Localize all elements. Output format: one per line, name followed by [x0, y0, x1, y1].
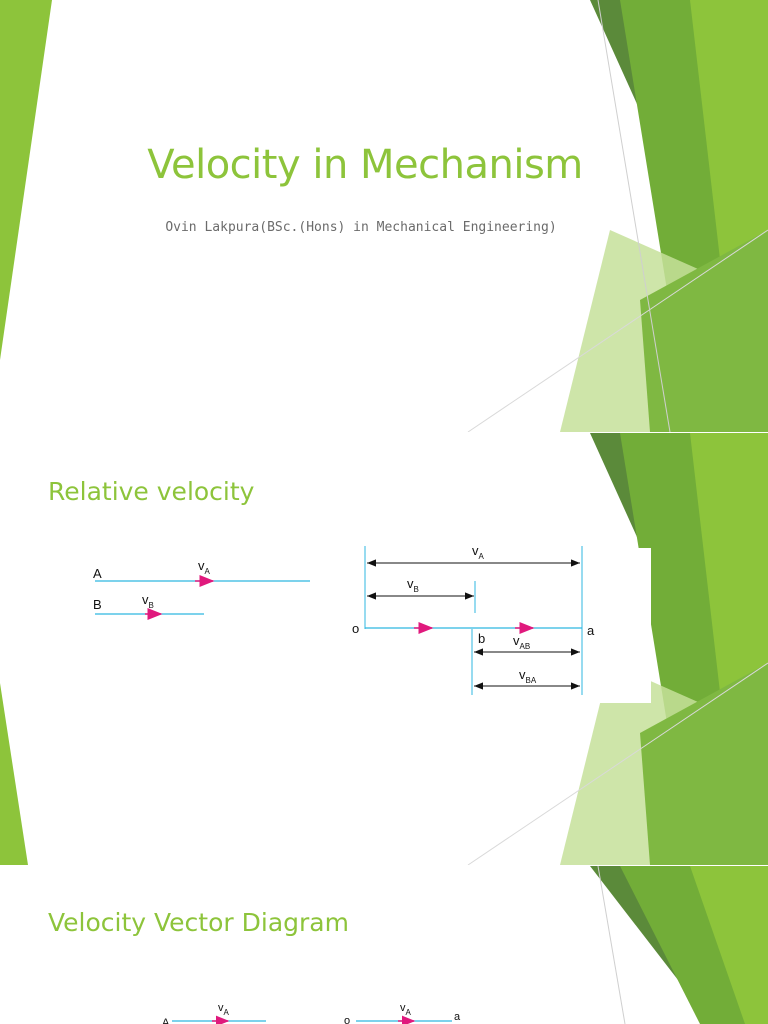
slide-title: Velocity in Mechanism: [147, 142, 583, 188]
va-label: vA: [400, 1002, 412, 1017]
velocity-vector-slide: Velocity Vector Diagram A vA o vA a: [0, 866, 768, 1024]
right-bright-facet: [690, 866, 768, 1024]
relative-velocity-diagram: A vA B vB vA vB o a b vAB vBA: [93, 543, 595, 695]
left-green-shape: [0, 683, 28, 865]
slide-decoration: [590, 866, 768, 1024]
slide-decoration: [0, 0, 768, 432]
dim-vba-label: vBA: [519, 667, 537, 685]
left-green-shape: [0, 0, 52, 360]
right-green-facet: [640, 230, 768, 432]
slide-heading: Relative velocity: [48, 477, 255, 506]
title-slide: Velocity in Mechanism Ovin Lakpura(BSc.(…: [0, 0, 768, 432]
right-green-facet: [640, 663, 768, 865]
slide-subtitle: Ovin Lakpura(BSc.(Hons) in Mechanical En…: [165, 220, 557, 235]
thin-line: [597, 0, 671, 432]
dim-vb-label: vB: [407, 576, 419, 594]
point-o-label: o: [344, 1015, 350, 1024]
velocity-vector-diagram: A vA o vA a: [162, 1002, 461, 1024]
va-label: vA: [218, 1002, 230, 1017]
dim-vab-label: vAB: [513, 633, 530, 651]
slide-heading: Velocity Vector Diagram: [48, 908, 349, 937]
slide-decoration: [0, 433, 768, 865]
vb-label: vB: [142, 592, 154, 610]
dim-va-label: vA: [472, 543, 485, 561]
va-label: vA: [198, 558, 211, 576]
point-o-label: o: [352, 621, 359, 636]
thin-line: [467, 229, 768, 432]
relative-velocity-slide: Relative velocity A vA B vB vA: [0, 433, 768, 865]
diagram-backdrop: [345, 548, 651, 703]
point-b-label: b: [478, 631, 485, 646]
thin-line: [597, 866, 626, 1024]
thin-line: [467, 662, 768, 865]
point-a-label: a: [454, 1011, 461, 1023]
point-a-label: a: [587, 623, 595, 638]
point-a-label: A: [93, 566, 102, 581]
point-a-label: A: [162, 1017, 170, 1024]
point-b-label: B: [93, 597, 102, 612]
